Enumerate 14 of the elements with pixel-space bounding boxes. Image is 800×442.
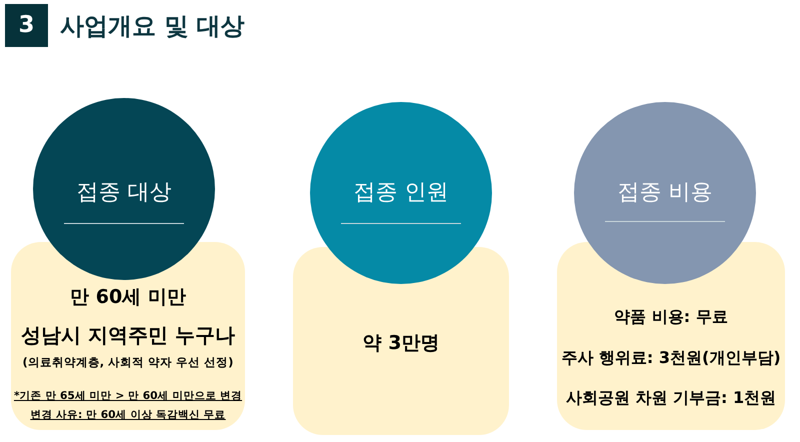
category-heading: 접종 비용: [618, 179, 712, 207]
page-title: 사업개요 및 대상: [60, 11, 245, 41]
cost-text: 주사 행위료: 3천원(개인부담): [561, 348, 781, 368]
number-badge: 3: [5, 4, 48, 47]
eligibility-text: 성남시 지역주민 누구나: [21, 322, 235, 348]
cost-text: 약품 비용: 무료: [614, 306, 728, 328]
change-note: 변경 사유: 만 60세 이상 독감백신 무료: [30, 408, 226, 422]
category-heading: 접종 대상: [76, 179, 172, 207]
change-note: *기존 만 65세 미만 > 만 60세 미만으로 변경: [14, 389, 242, 403]
eligibility-text: 만 60세 미만: [70, 284, 186, 310]
headcount-text: 약 3만명: [362, 330, 440, 356]
cost-text: 사회공원 차원 기부금: 1천원: [566, 388, 776, 408]
category-heading: 접종 인원: [354, 179, 448, 207]
priority-note: (의료취약계층, 사회적 약자 우선 선정): [22, 354, 234, 370]
